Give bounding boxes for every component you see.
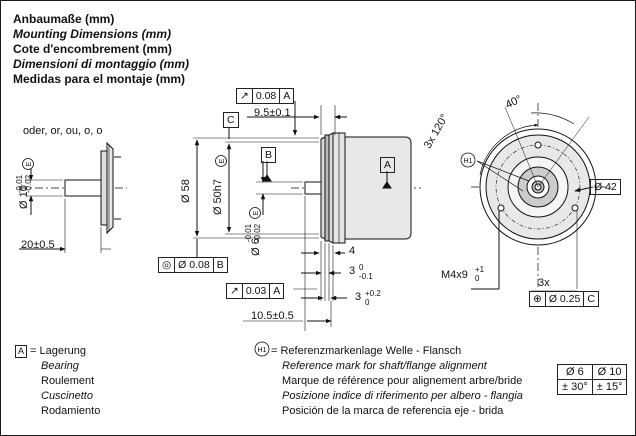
- angle-120-label: 3x 120°: [422, 112, 451, 150]
- runout-value: 0.08: [251, 89, 279, 103]
- runout-frame-bottom: ↗ 0.03 A: [226, 283, 285, 299]
- heading-de: Anbaumaße (mm): [13, 12, 115, 26]
- dia42-box: Ø 42: [590, 179, 621, 195]
- legend-h1-en: Reference mark for shaft/flange alignmen…: [282, 360, 487, 372]
- runout-icon: ↗: [230, 285, 239, 297]
- shaft-tol-lower: -0.02: [24, 174, 33, 193]
- legend-h1-symbol: H1: [258, 347, 267, 354]
- alt-shaft-view: [19, 141, 127, 253]
- datum-b-box: B: [261, 147, 277, 163]
- legend-h1-fr: Marque de référence pour alignement arbr…: [282, 375, 523, 387]
- dim-3a-lower: -0.1: [359, 272, 373, 281]
- encoder-front-view: [471, 103, 611, 292]
- length-dim: 20±0.5: [21, 239, 55, 251]
- thread-upper: +1: [475, 265, 485, 274]
- pos-datum: C: [583, 292, 598, 306]
- runout-icon: ↗: [240, 90, 249, 102]
- coaxial-icon: ◎: [162, 259, 172, 271]
- dim-10-5: 10.5±0.5: [251, 310, 294, 322]
- thread-label: M4x9: [441, 269, 468, 281]
- variant-label: oder, or, ou, o, o: [23, 125, 103, 137]
- shaft-dim-label: Ø 10: [18, 185, 30, 209]
- legend-a-symbol: A: [15, 345, 28, 358]
- coax-frame: ◎ Ø 0.08 B: [158, 257, 228, 273]
- dim-9-5: 9.5±0.1: [254, 107, 291, 119]
- legend-h1-es: Posición de la marca de referencia eje -…: [282, 405, 504, 417]
- dim-4: 4: [349, 245, 356, 257]
- dia6-tol-upper: -0.01: [244, 223, 253, 242]
- heading-it: Dimensioni di montaggio (mm): [13, 57, 189, 71]
- heading-en: Mounting Dimensions (mm): [13, 27, 171, 41]
- legend-h1-it: Posizione indice di riferimento per albe…: [282, 390, 523, 402]
- dia6-label: Ø 6: [250, 238, 262, 256]
- runout-datum: A: [279, 89, 293, 103]
- legend-a-es: Rodamiento: [41, 405, 101, 417]
- position-icon: ⊕: [533, 293, 542, 305]
- dim-3b-upper: +0.2: [365, 289, 381, 298]
- legend-a-prefix: = Lagerung: [30, 345, 86, 357]
- legend-a-en: Bearing: [41, 360, 79, 372]
- dia50-mark: E: [219, 158, 226, 163]
- runout-frame-top: ↗ 0.08 A: [236, 88, 295, 104]
- legend-a-fr: Roulement: [41, 375, 95, 387]
- legend-h1-de: = Referenzmarkenlage Welle - Flansch: [271, 345, 462, 357]
- heading-es: Medidas para el montaje (mm): [13, 72, 186, 86]
- tol-value-10: ± 15°: [591, 379, 628, 395]
- shaft-tol-mark: E: [26, 161, 33, 166]
- coax-datum: B: [212, 258, 227, 272]
- dia50-label: Ø 50h7: [212, 179, 224, 215]
- tol-header-10: Ø 10: [591, 364, 628, 380]
- pos-count: 3x: [538, 277, 550, 289]
- modifier-symbols: [22, 152, 476, 357]
- heading-fr: Cote d'encombrement (mm): [13, 42, 172, 56]
- runout2-datum: A: [269, 284, 283, 298]
- dia6-tol-lower: -0.02: [253, 223, 262, 242]
- legend-a-it: Cuscinetto: [41, 390, 93, 402]
- alignment-tolerance-table: Ø 6 Ø 10 ± 30° ± 15°: [557, 364, 628, 395]
- shaft-tol-upper: -0.01: [15, 174, 24, 193]
- tol-value-6: ± 30°: [557, 379, 593, 395]
- dim-3a-upper: 0: [359, 263, 364, 272]
- pos-value: Ø 0.25: [544, 292, 584, 306]
- datum-c-box: C: [223, 112, 239, 128]
- dim-3b-lower: 0: [365, 298, 370, 307]
- h1-symbol: H1: [464, 158, 473, 165]
- runout2-value: 0.03: [241, 284, 269, 298]
- coax-value: Ø 0.08: [174, 258, 213, 272]
- tol-header-6: Ø 6: [557, 364, 593, 380]
- thread-lower: 0: [475, 274, 480, 283]
- dim-3a: 3: [349, 265, 356, 277]
- dia58-label: Ø 58: [180, 179, 192, 203]
- dia6-mark: E: [253, 210, 260, 215]
- dim-3b: 3: [355, 291, 362, 303]
- angle-40-label: 40°: [504, 93, 524, 111]
- datum-a-box: A: [380, 157, 396, 173]
- position-frame: ⊕ Ø 0.25 C: [529, 291, 599, 307]
